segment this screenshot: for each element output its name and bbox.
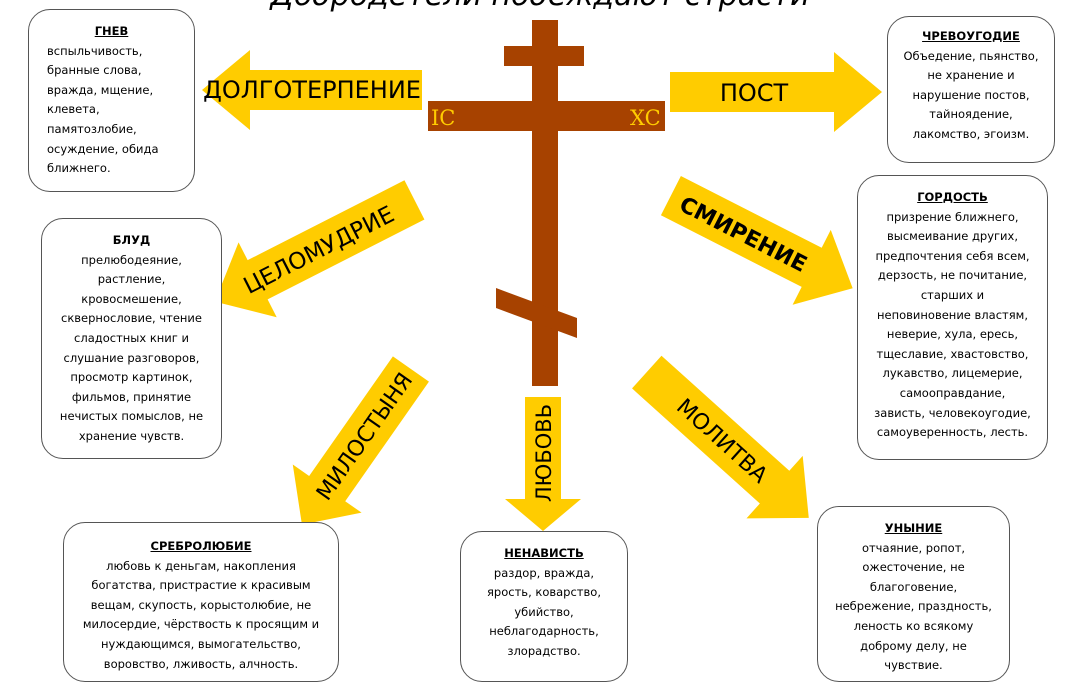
passion-lines-gluttony: Объедение, пьянство, не хранение и наруш… xyxy=(888,47,1054,145)
virtue-chastity: ЦЕЛОМУДРИЕ xyxy=(240,202,399,300)
passion-line: фильмов, принятие xyxy=(71,389,192,404)
passion-lines-fornication: прелюбодеяние, растление, кровосмешение,… xyxy=(42,251,221,447)
passion-line: отчаяние, ропот, xyxy=(861,540,966,555)
passion-line: чувствие. xyxy=(884,658,943,673)
passion-line: милосердие, чёрствость к просящим и xyxy=(82,617,320,632)
passion-line: слушание разговоров, xyxy=(63,350,200,365)
passion-line: высмеивание других, xyxy=(887,229,1018,244)
passion-line: старших и xyxy=(920,287,985,302)
passion-lines-avarice: любовь к деньгам, накопления богатства, … xyxy=(64,557,338,675)
passion-box-gluttony: ЧРЕВОУГОДИЕ Объедение, пьянство, не хран… xyxy=(887,16,1055,163)
passion-line: сладостных книг и xyxy=(74,330,189,345)
cross-label-xc: XC xyxy=(630,106,661,130)
arrow-chastity: ЦЕЛОМУДРИЕ xyxy=(214,180,425,318)
passion-line: тщеславие, хвастовство, xyxy=(876,346,1029,361)
passion-line: убийство, xyxy=(514,604,574,619)
passion-title-avarice: СРЕБРОЛЮБИЕ xyxy=(150,539,252,553)
passion-line: лукавство, лицемерие, xyxy=(882,366,1023,381)
passion-line: бранные слова, xyxy=(47,63,142,78)
passion-box-avarice: СРЕБРОЛЮБИЕ любовь к деньгам, накопления… xyxy=(63,522,339,682)
passion-line: нуждающимся, вымогательство, xyxy=(101,636,301,651)
passion-line: любовь к деньгам, накопления xyxy=(106,558,296,573)
passion-line: ближнего. xyxy=(47,161,111,176)
passion-title-fornication: БЛУД xyxy=(112,233,151,247)
passion-line: предпочтения себя всем, xyxy=(875,248,1030,263)
passion-title-hatred: НЕНАВИСТЬ xyxy=(504,546,584,560)
arrow-fasting: ПОСТ xyxy=(670,52,882,132)
virtue-prayer: МОЛИТВА xyxy=(671,394,772,488)
passion-title-despondency: УНЫНИЕ xyxy=(884,521,943,535)
passion-title-gluttony: ЧРЕВОУГОДИЕ xyxy=(922,29,1020,43)
arrow-almsgiving: МИЛОСТЫНЯ xyxy=(292,356,429,525)
virtue-patience: ДОЛГОТЕРПЕНИЕ xyxy=(203,76,421,104)
passion-line: сквернословие, чтение xyxy=(61,311,202,326)
passion-line: просмотр картинок, xyxy=(70,370,193,385)
passion-line: осуждение, обида xyxy=(47,141,159,156)
passion-box-fornication: БЛУД прелюбодеяние, растление, кровосмеш… xyxy=(41,218,222,459)
passion-line: самоуверенность, лесть. xyxy=(876,425,1029,440)
passion-line: неблагодарность, xyxy=(489,624,599,639)
passion-line: дерзость, не почитание, xyxy=(877,268,1028,283)
passion-line: нарушение постов, xyxy=(912,87,1030,102)
passion-line: вражда, мщение, xyxy=(47,82,154,97)
passion-line: призрение ближнего, xyxy=(886,209,1019,224)
cross-label-ic: IC xyxy=(431,106,455,130)
orthodox-cross xyxy=(428,20,665,386)
passion-line: самооправдание, xyxy=(899,385,1006,400)
passion-line: доброму делу, не xyxy=(860,638,967,653)
passion-line: неповиновение властям, xyxy=(877,307,1028,322)
passion-line: богатства, пристрастие к красивым xyxy=(91,578,311,593)
passion-lines-pride: призрение ближнего, высмеивание других, … xyxy=(858,208,1047,443)
passion-box-despondency: УНЫНИЕ отчаяние, ропот, ожесточение, не … xyxy=(817,506,1010,682)
passion-line: тайноядение, xyxy=(929,107,1013,122)
passion-line: хранение чувств. xyxy=(78,428,185,443)
passion-title-pride: ГОРДОСТЬ xyxy=(917,190,988,204)
virtue-love: ЛЮБОВЬ xyxy=(532,404,556,502)
passion-line: кровосмешение, xyxy=(81,291,182,306)
passion-line: леность ко всякому xyxy=(853,618,974,633)
passion-box-hatred: НЕНАВИСТЬ раздор, вражда, ярость, коварс… xyxy=(460,531,628,682)
passion-lines-anger: вспыльчивость, бранные слова, вражда, мщ… xyxy=(29,42,194,179)
arrow-prayer: МОЛИТВА xyxy=(632,355,809,519)
passion-line: небрежение, праздность, xyxy=(835,599,992,614)
passion-line: прелюбодеяние, xyxy=(81,252,182,267)
arrow-love: ЛЮБОВЬ xyxy=(505,397,581,531)
passion-line: клевета, xyxy=(47,102,100,117)
passion-box-pride: ГОРДОСТЬ призрение ближнего, высмеивание… xyxy=(857,175,1048,460)
passion-box-anger: ГНЕВ вспыльчивость, бранные слова, вражд… xyxy=(28,9,195,192)
passion-line: памятозлобие, xyxy=(47,121,137,136)
passion-line: вещам, скупость, корыстолюбие, не xyxy=(90,597,312,612)
passion-line: не хранение и xyxy=(927,68,1015,83)
passion-line: благоговение, xyxy=(869,579,958,594)
arrow-patience: ДОЛГОТЕРПЕНИЕ xyxy=(202,50,422,130)
passion-lines-hatred: раздор, вражда, ярость, коварство, убийс… xyxy=(461,564,627,662)
passion-line: зависть, человекоугодие, xyxy=(874,405,1031,420)
passion-title-anger: ГНЕВ xyxy=(94,24,129,38)
diagram-title: Добродетели побеждают страсти xyxy=(0,0,1080,14)
passion-line: неверие, хула, ересь, xyxy=(886,327,1019,342)
passion-line: злорадство. xyxy=(507,643,581,658)
passion-line: Объедение, пьянство, xyxy=(903,48,1039,63)
passion-line: нечистых помыслов, не xyxy=(59,409,204,424)
passion-line: ожесточение, не xyxy=(862,560,965,575)
passion-line: лакомство, эгоизм. xyxy=(912,126,1030,141)
arrow-humility: СМИРЕНИЕ xyxy=(660,175,853,305)
passion-line: растление, xyxy=(97,272,166,287)
passion-lines-despondency: отчаяние, ропот, ожесточение, не благого… xyxy=(818,539,1009,676)
virtue-almsgiving: МИЛОСТЫНЯ xyxy=(312,369,418,506)
passion-line: воровство, лживость, алчность. xyxy=(103,656,299,671)
passion-line: вспыльчивость, xyxy=(47,43,143,58)
passion-line: ярость, коварство, xyxy=(487,585,601,600)
passion-line: раздор, вражда, xyxy=(493,565,595,580)
virtue-fasting: ПОСТ xyxy=(720,79,789,107)
